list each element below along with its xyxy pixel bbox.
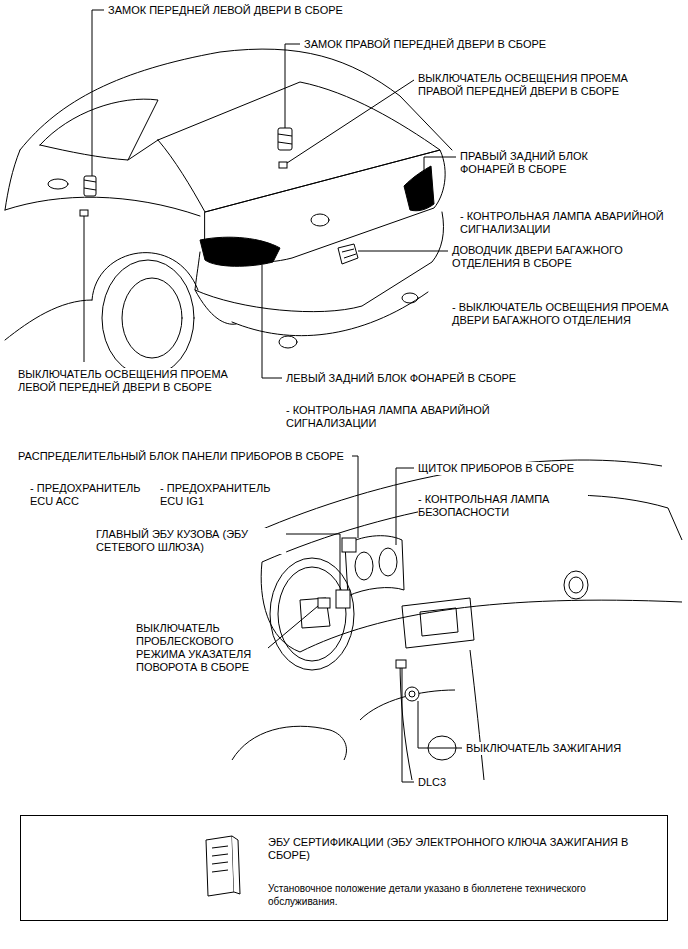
leader-line — [396, 468, 414, 545]
part-label: ЩИТОК ПРИБОРОВ В СБОРЕ — [418, 462, 618, 475]
leader-line — [285, 44, 300, 128]
leader-line — [268, 606, 318, 648]
center-display — [420, 608, 458, 636]
body-ecu — [336, 590, 350, 608]
side-window — [40, 99, 158, 160]
ignition-switch — [405, 687, 419, 701]
rear-bumper — [195, 212, 444, 312]
courtesy-switch-left — [80, 210, 88, 216]
ignition-switch-center — [409, 691, 415, 697]
leader-line — [84, 216, 85, 362]
part-label: ВЫКЛЮЧАТЕЛЬ ОСВЕЩЕНИЯ ПРОЕМА ПРАВОЙ ПЕРЕ… — [418, 72, 643, 98]
courtesy-switch-right — [279, 162, 287, 168]
part-label: - КОНТРОЛЬНАЯ ЛАМПА АВАРИЙНОЙ СИГНАЛИЗАЦ… — [286, 404, 516, 430]
dash-lower — [300, 600, 682, 652]
gauge — [379, 548, 397, 576]
ecu-icon-detail — [212, 846, 228, 872]
driver-hand — [232, 726, 346, 760]
steering-wheel — [270, 558, 354, 670]
part-label: ВЫКЛЮЧАТЕЛЬ ЗАЖИГАНИЯ — [466, 742, 666, 755]
part-label: - ПРЕДОХРАНИТЕЛЬ ECU ACC — [30, 482, 148, 508]
trunk-closer-detail — [342, 249, 356, 258]
part-label: ГЛАВНЫЙ ЭБУ КУЗОВА (ЭБУ СЕТЕВОГО ШЛЮЗА) — [96, 528, 286, 554]
part-label: ЛЕВЫЙ ЗАДНИЙ БЛОК ФОНАРЕЙ В СБОРЕ — [286, 372, 556, 385]
trunk-closer — [338, 244, 358, 264]
air-vent — [564, 571, 588, 599]
wheel — [102, 260, 194, 376]
leader-line — [352, 456, 358, 538]
exhaust — [279, 336, 297, 348]
part-label: ПРАВЫЙ ЗАДНИЙ БЛОК ФОНАРЕЙ В СБОРЕ — [460, 150, 630, 176]
door-lock-right — [278, 128, 292, 150]
door-lock-detail — [84, 180, 96, 190]
rear-quarter — [195, 290, 236, 324]
belt-line — [5, 197, 200, 216]
tail-lamp-right — [404, 166, 434, 211]
leader-line — [418, 701, 462, 748]
leader-line — [92, 10, 104, 176]
c-pillar — [128, 140, 158, 160]
air-vent-inner — [569, 577, 583, 593]
sill-line — [5, 300, 92, 340]
part-label: ВЫКЛЮЧАТЕЛЬ ПРОБЛЕСКОВОГО РЕЖИМА УКАЗАТЕ… — [136, 622, 266, 674]
tail-lamp-left — [200, 237, 280, 266]
part-label: РАСПРЕДЕЛИТЕЛЬНЫЙ БЛОК ПАНЕЛИ ПРИБОРОВ В… — [18, 450, 352, 463]
part-label: ЗАМОК ПРАВОЙ ПЕРЕДНЕЙ ДВЕРИ В СБОРЕ — [304, 38, 574, 51]
part-label: - КОНТРОЛЬНАЯ ЛАМПА БЕЗОПАСНОСТИ — [418, 493, 588, 519]
note-text: Установочное положение детали указано в … — [268, 882, 653, 908]
door-edge — [5, 150, 20, 210]
leader-line — [287, 80, 414, 163]
part-label: - КОНТРОЛЬНАЯ ЛАМПА АВАРИЙНОЙ СИГНАЛИЗАЦ… — [460, 210, 684, 236]
part-name: ЭБУ СЕРТИФИКАЦИИ (ЭБУ ЭЛЕКТРОННОГО КЛЮЧА… — [268, 836, 653, 862]
center-console — [400, 650, 484, 780]
leader-line — [358, 251, 448, 252]
part-label: - ВЫКЛЮЧАТЕЛЬ ОСВЕЩЕНИЯ ПРОЕМА ДВЕРИ БАГ… — [452, 301, 684, 327]
steering-hub — [300, 598, 330, 628]
gauge — [355, 552, 373, 580]
part-label: ДОВОДЧИК ДВЕРИ БАГАЖНОГО ОТДЕЛЕНИЯ В СБО… — [452, 244, 662, 270]
leader-line — [262, 265, 282, 378]
lower-bumper — [232, 292, 428, 336]
junction-block — [342, 538, 356, 552]
part-label: DLC3 — [418, 776, 478, 789]
note-box: ЭБУ СЕРТИФИКАЦИИ (ЭБУ ЭЛЕКТРОННОГО КЛЮЧА… — [20, 815, 668, 921]
door-lock-detail — [278, 134, 292, 144]
part-label: ЗАМОК ПЕРЕДНЕЙ ЛЕВОЙ ДВЕРИ В СБОРЕ — [108, 4, 378, 17]
emblem — [311, 214, 329, 226]
dash-left — [261, 562, 300, 652]
rear-window — [158, 82, 440, 212]
exhaust — [402, 293, 418, 303]
turn-switch — [318, 598, 330, 608]
leader-line — [402, 668, 414, 782]
ecu-icon-side — [232, 836, 240, 894]
steering-wheel-inner — [278, 567, 346, 661]
dlc3 — [396, 660, 406, 668]
ecu-icon — [206, 836, 234, 896]
roof-line — [20, 49, 452, 150]
center-panel — [402, 598, 474, 648]
part-label: - ПРЕДОХРАНИТЕЛЬ ECU IG1 — [160, 482, 278, 508]
door-handle — [48, 179, 68, 189]
wheel-rim — [122, 278, 182, 358]
leader-line — [424, 157, 456, 172]
door-lock-left — [84, 176, 96, 196]
part-label: ВЫКЛЮЧАТЕЛЬ ОСВЕЩЕНИЯ ПРОЕМА ЛЕВОЙ ПЕРЕД… — [18, 368, 233, 394]
